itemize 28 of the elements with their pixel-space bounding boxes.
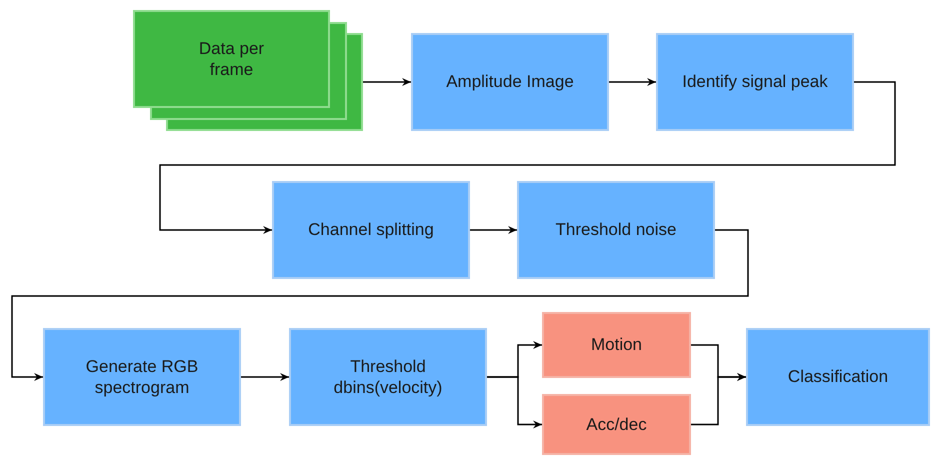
process-box xyxy=(746,328,930,426)
process-box xyxy=(43,328,241,426)
node-label: Identify signal peak xyxy=(682,71,828,93)
process-box xyxy=(289,328,487,426)
process-box xyxy=(411,33,609,131)
node-label: Classification xyxy=(788,366,888,388)
process-box xyxy=(542,312,691,378)
arrow xyxy=(470,226,517,234)
process-box xyxy=(517,181,715,279)
arrow xyxy=(691,373,746,426)
node-label: Amplitude Image xyxy=(446,71,574,93)
process-box xyxy=(272,181,470,279)
node-label: Motion xyxy=(590,334,642,356)
process-box xyxy=(656,33,854,131)
node-label: Channel splitting xyxy=(308,219,434,241)
stacked-data-box xyxy=(133,10,363,131)
process-box xyxy=(542,394,691,455)
arrow xyxy=(363,78,411,86)
node-label: Threshold dbins(velocity) xyxy=(332,356,444,398)
arrow xyxy=(241,373,289,381)
node-label: Threshold noise xyxy=(556,219,676,241)
node-label: Generate RGB spectrogram xyxy=(84,356,200,398)
node-label: Data per frame xyxy=(198,38,266,80)
arrow xyxy=(11,229,749,381)
arrow xyxy=(159,81,896,234)
arrow xyxy=(487,376,542,428)
arrow xyxy=(609,78,656,86)
node-label: Acc/dec xyxy=(586,414,647,436)
